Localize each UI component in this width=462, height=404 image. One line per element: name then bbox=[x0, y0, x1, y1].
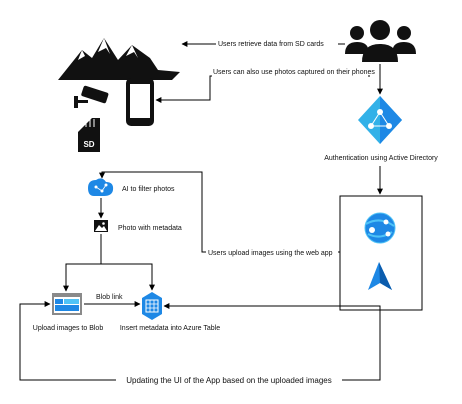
sd-card-icon: SD bbox=[78, 118, 100, 152]
connector-update-ui bbox=[19, 301, 381, 381]
azure-arrow-icon bbox=[368, 262, 392, 290]
label-blob-link: Blob link bbox=[96, 294, 123, 301]
label-update-ui: Updating the UI of the App based on the … bbox=[126, 376, 331, 385]
label-upload-blob: Upload images to Blob bbox=[33, 325, 104, 332]
label-ai-filter: AI to filter photos bbox=[122, 186, 175, 193]
connector-phone bbox=[155, 75, 370, 103]
label-upload-web: Users upload images using the web app bbox=[208, 250, 333, 257]
connector-upload-web bbox=[99, 171, 340, 253]
svg-text:SD: SD bbox=[83, 140, 94, 149]
smartphone-icon bbox=[126, 78, 154, 126]
connector-photo-split bbox=[63, 234, 102, 292]
active-directory-icon bbox=[358, 96, 402, 144]
users-icon bbox=[345, 20, 416, 62]
mountains-icon bbox=[58, 38, 180, 80]
connector-webapp-table bbox=[163, 303, 381, 310]
connector-photo-table bbox=[101, 263, 155, 291]
label-insert-table: Insert metadata into Azure Table bbox=[120, 325, 220, 332]
table-storage-icon bbox=[142, 292, 162, 320]
web-app-icon bbox=[364, 212, 396, 244]
label-auth: Authentication using Active Directory bbox=[324, 155, 438, 162]
label-phone-photos: Users can also use photos captured on th… bbox=[213, 69, 375, 76]
cognitive-services-icon bbox=[88, 178, 114, 196]
label-photo-meta: Photo with metadata bbox=[118, 225, 182, 232]
label-retrieve-sd: Users retrieve data from SD cards bbox=[218, 41, 324, 48]
image-icon bbox=[94, 220, 108, 232]
storage-blob-icon bbox=[52, 293, 82, 315]
cctv-camera-icon bbox=[74, 85, 109, 108]
